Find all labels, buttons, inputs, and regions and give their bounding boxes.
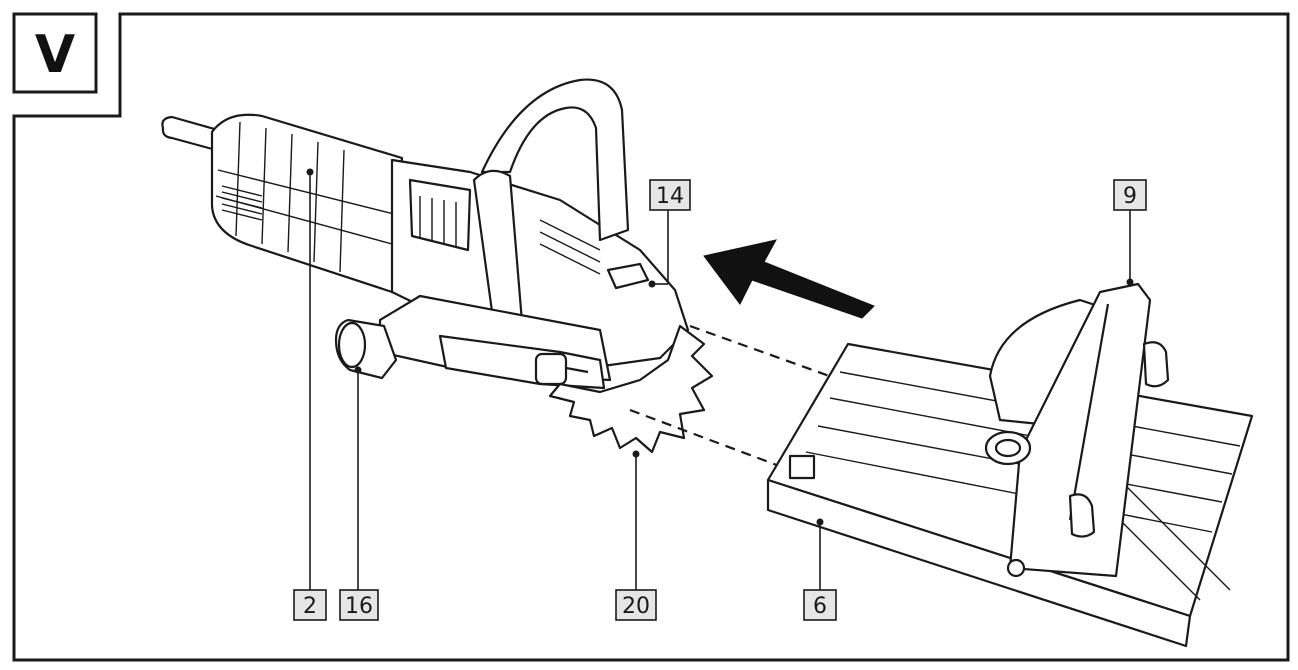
- switch-box: [606, 262, 650, 290]
- motor-ribs: [215, 121, 395, 273]
- saw-blade: [548, 324, 714, 454]
- leader-lines: [309, 172, 1131, 590]
- top-handle: [480, 78, 630, 242]
- biscuit-joiner: [161, 78, 690, 390]
- leader-dots: [306, 168, 1134, 526]
- grip-ribs: [419, 196, 601, 275]
- svg-text:14: 14: [656, 184, 684, 209]
- callout-16: 16: [339, 589, 379, 621]
- head-panel: [408, 178, 472, 252]
- svg-text:16: 16: [345, 594, 373, 619]
- direction-arrow-icon: [703, 239, 875, 319]
- callout-14: 14: [649, 179, 691, 211]
- svg-text:2: 2: [303, 594, 317, 619]
- svg-text:9: 9: [1123, 184, 1137, 209]
- alignment-lines: [629, 324, 847, 472]
- cable-end: [161, 115, 220, 152]
- motor-housing: [210, 113, 404, 294]
- figure-letter: V: [35, 25, 75, 85]
- svg-text:6: 6: [813, 594, 827, 619]
- callout-20: 20: [615, 589, 657, 621]
- callout-6: 6: [803, 589, 837, 621]
- callout-2: 2: [293, 589, 327, 621]
- vent-slots: [221, 185, 263, 221]
- callout-9: 9: [1113, 179, 1147, 211]
- svg-text:20: 20: [622, 594, 650, 619]
- figure-frame: [12, 12, 1290, 662]
- guide-rail: [766, 282, 1254, 648]
- figure-letter-box: [12, 12, 98, 94]
